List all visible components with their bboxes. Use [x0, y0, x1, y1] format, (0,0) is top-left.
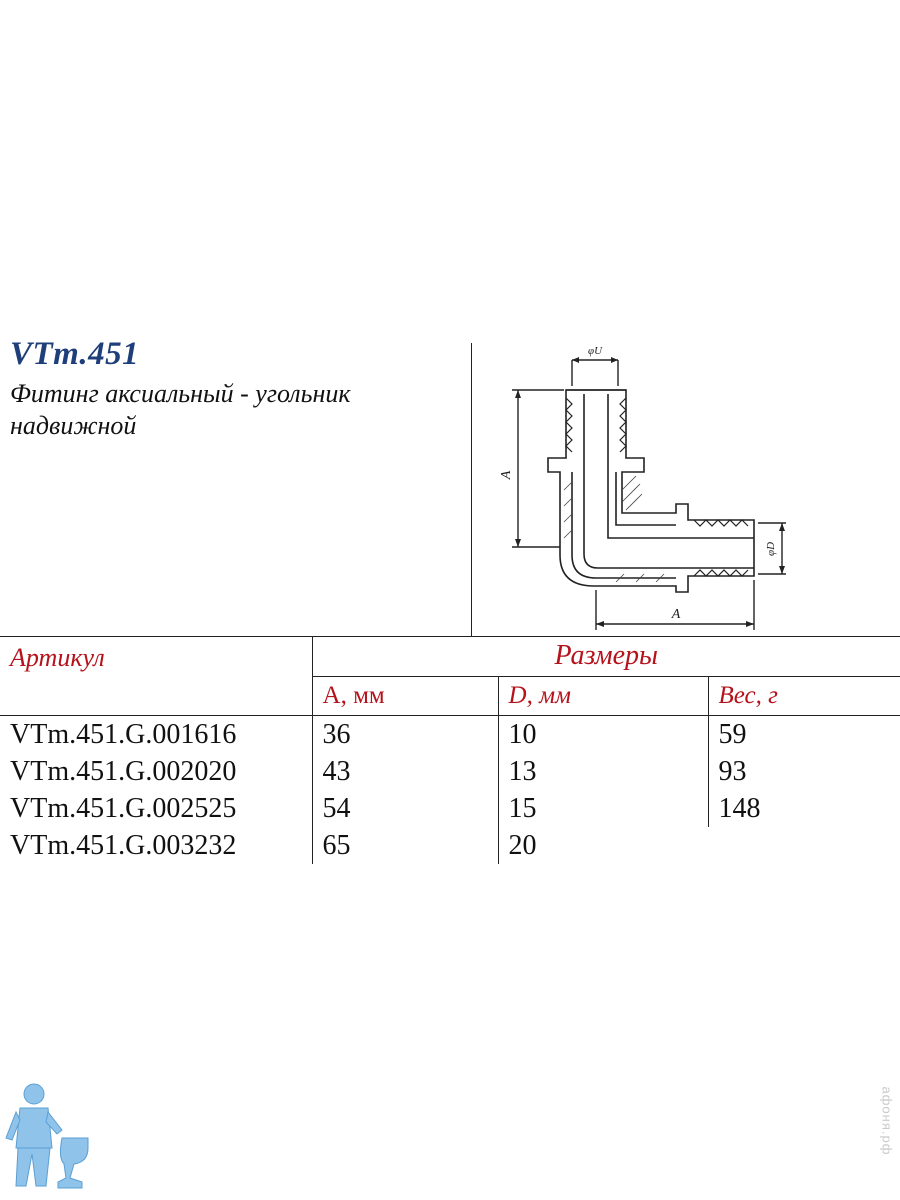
watermark: афоня.рф [879, 1086, 895, 1156]
description-line-2: надвижной [10, 411, 137, 440]
header-col-d: D, мм [497, 675, 708, 716]
product-code: VTm.451 [10, 336, 140, 372]
cell-d: 20 [497, 827, 708, 864]
cell-article: VTm.451.G.002525 [10, 792, 237, 824]
label-a-vertical: A [499, 470, 514, 480]
label-a-horizontal: A [671, 607, 681, 622]
plumber-logo-icon [5, 1083, 89, 1189]
elbow-fitting-drawing: φU A A φD [499, 345, 786, 630]
cell-d: 13 [497, 753, 708, 790]
cell-weight [708, 827, 900, 864]
vertical-barbs [565, 397, 627, 453]
description-line-1: Фитинг аксиальный - угольник [10, 379, 351, 408]
product-description: Фитинг аксиальный - угольник надвижной [10, 378, 450, 442]
cell-article: VTm.451.G.003232 [10, 829, 237, 861]
vertical-divider [471, 343, 472, 636]
table-row: VTm.451.G.003232 65 20 [0, 827, 900, 864]
header-row-top: Артикул Размеры [0, 636, 900, 676]
table-row: VTm.451.G.002020 43 13 93 [0, 753, 900, 790]
header-article: Артикул [10, 643, 105, 672]
cell-weight: 93 [707, 753, 900, 790]
cell-weight: 59 [707, 715, 900, 753]
cell-a: 54 [311, 790, 498, 827]
cell-a: 43 [311, 753, 498, 790]
cell-d: 15 [497, 790, 708, 827]
header-col-weight: Вес, г [707, 675, 900, 716]
spec-table: Артикул Размеры A, мм D, мм Вес, г VTm.4… [0, 636, 900, 864]
header-dimensions: Размеры [311, 636, 900, 676]
cell-a: 65 [311, 827, 498, 864]
section-hatching [563, 475, 665, 583]
horizontal-barbs [693, 519, 749, 577]
cell-article: VTm.451.G.001616 [10, 718, 237, 750]
header-col-a: A, мм [311, 675, 498, 716]
label-phi-d: φD [765, 542, 777, 556]
cell-weight: 148 [707, 790, 900, 827]
fitting-outline [547, 389, 755, 593]
table-row: VTm.451.G.001616 36 10 59 [0, 715, 900, 753]
label-phi-u: φU [588, 345, 603, 357]
cell-d: 10 [497, 715, 708, 753]
table-row: VTm.451.G.002525 54 15 148 [0, 790, 900, 827]
header-row-columns: A, мм D, мм Вес, г [0, 675, 900, 716]
cell-a: 36 [311, 715, 498, 753]
cell-article: VTm.451.G.002020 [10, 755, 237, 787]
